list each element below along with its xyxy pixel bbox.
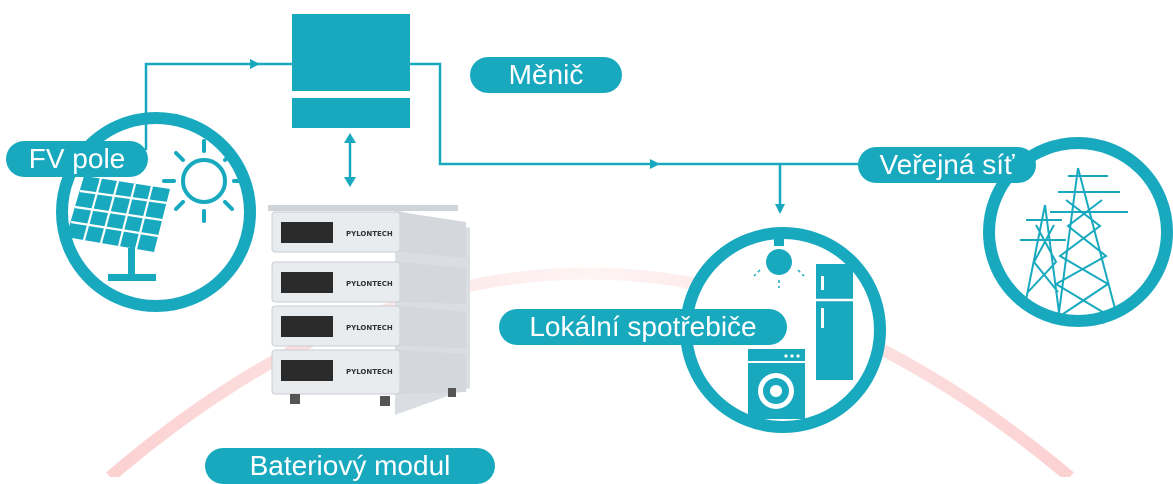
washing-machine-icon <box>748 349 805 419</box>
arrow-down-icon <box>344 177 356 187</box>
public-grid-label: Veřejná síť <box>858 147 1036 183</box>
svg-text:PYLONTECH: PYLONTECH <box>346 230 393 238</box>
sun-icon <box>162 139 246 223</box>
pv-circle <box>56 112 256 312</box>
battery-stack: PYLONTECH PYLONTECH PYLONTECH PYLONTECH <box>268 205 470 415</box>
arrow-up-icon <box>344 133 356 143</box>
grid-circle <box>983 137 1173 327</box>
inverter-icon <box>292 14 410 128</box>
local-loads-label: Lokální spotřebiče <box>499 309 787 345</box>
arrow-right-icon <box>250 59 260 69</box>
arrow-down-icon <box>775 204 785 214</box>
arrow-right-icon <box>650 159 660 169</box>
svg-text:PYLONTECH: PYLONTECH <box>346 280 393 288</box>
solar-panel-icon <box>66 176 170 281</box>
battery-module-label: Bateriový modul <box>205 448 495 484</box>
battery-module: PYLONTECH <box>271 305 466 348</box>
fridge-icon <box>816 264 853 380</box>
battery-module: PYLONTECH <box>271 261 466 304</box>
pv-array-label: FV pole <box>6 141 148 177</box>
light-bulb-icon <box>753 236 805 288</box>
svg-text:PYLONTECH: PYLONTECH <box>346 368 393 376</box>
battery-module: PYLONTECH <box>271 349 466 395</box>
inverter-label: Měnič <box>470 57 622 93</box>
battery-module: PYLONTECH <box>271 211 466 258</box>
svg-text:PYLONTECH: PYLONTECH <box>346 324 393 332</box>
flow-arrows <box>250 59 785 214</box>
power-pylon-icon <box>1020 167 1128 321</box>
background-arc <box>106 267 1074 477</box>
